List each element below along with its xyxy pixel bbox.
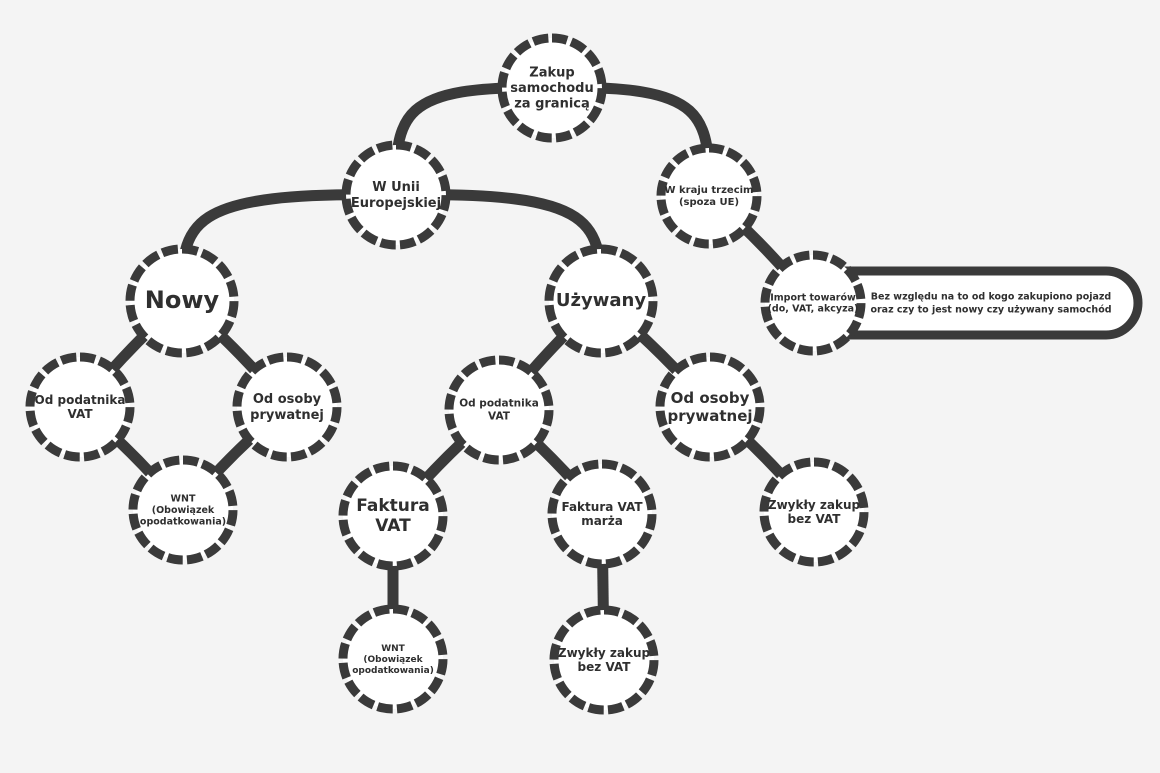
node-ring-uz_vat bbox=[444, 355, 554, 465]
node-nowy: Nowy bbox=[125, 244, 239, 358]
node-ring-trzeci bbox=[656, 143, 762, 249]
node-ring-marza bbox=[547, 459, 657, 569]
node-ring-nowy_wnt bbox=[128, 455, 238, 565]
node-ring-nowy_pryw bbox=[232, 352, 342, 462]
node-label-uzywany: Używany bbox=[556, 290, 646, 311]
note-label: Bez względu na to od kogo zakupiono poja… bbox=[870, 291, 1111, 315]
node-ring-zakup bbox=[497, 33, 607, 143]
node-trzeci: W kraju trzecim(spoza UE) bbox=[656, 143, 762, 249]
node-ring-ue bbox=[341, 140, 451, 250]
node-ring-import bbox=[760, 250, 866, 356]
node-ring-zwykly_marza bbox=[549, 605, 659, 715]
node-ring-uz_pryw bbox=[655, 352, 765, 462]
node-uzywany: Używany bbox=[544, 244, 658, 358]
node-ring-nowy bbox=[125, 244, 239, 358]
note-layer: Bez względu na to od kogo zakupiono poja… bbox=[798, 266, 1143, 340]
node-label-trzeci: W kraju trzecim(spoza UE) bbox=[665, 185, 754, 208]
node-label-nowy: Nowy bbox=[145, 286, 220, 314]
node-label-import: Import towarów(do, VAT, akcyza) bbox=[768, 292, 859, 314]
node-ring-wnt2 bbox=[338, 604, 448, 714]
node-ring-faktura bbox=[338, 461, 448, 571]
node-ring-nowy_vat bbox=[25, 352, 135, 462]
node-ring-zwykly_pryw bbox=[759, 457, 869, 567]
node-ring-uzywany bbox=[544, 244, 658, 358]
node-import: Import towarów(do, VAT, akcyza) bbox=[760, 250, 866, 356]
